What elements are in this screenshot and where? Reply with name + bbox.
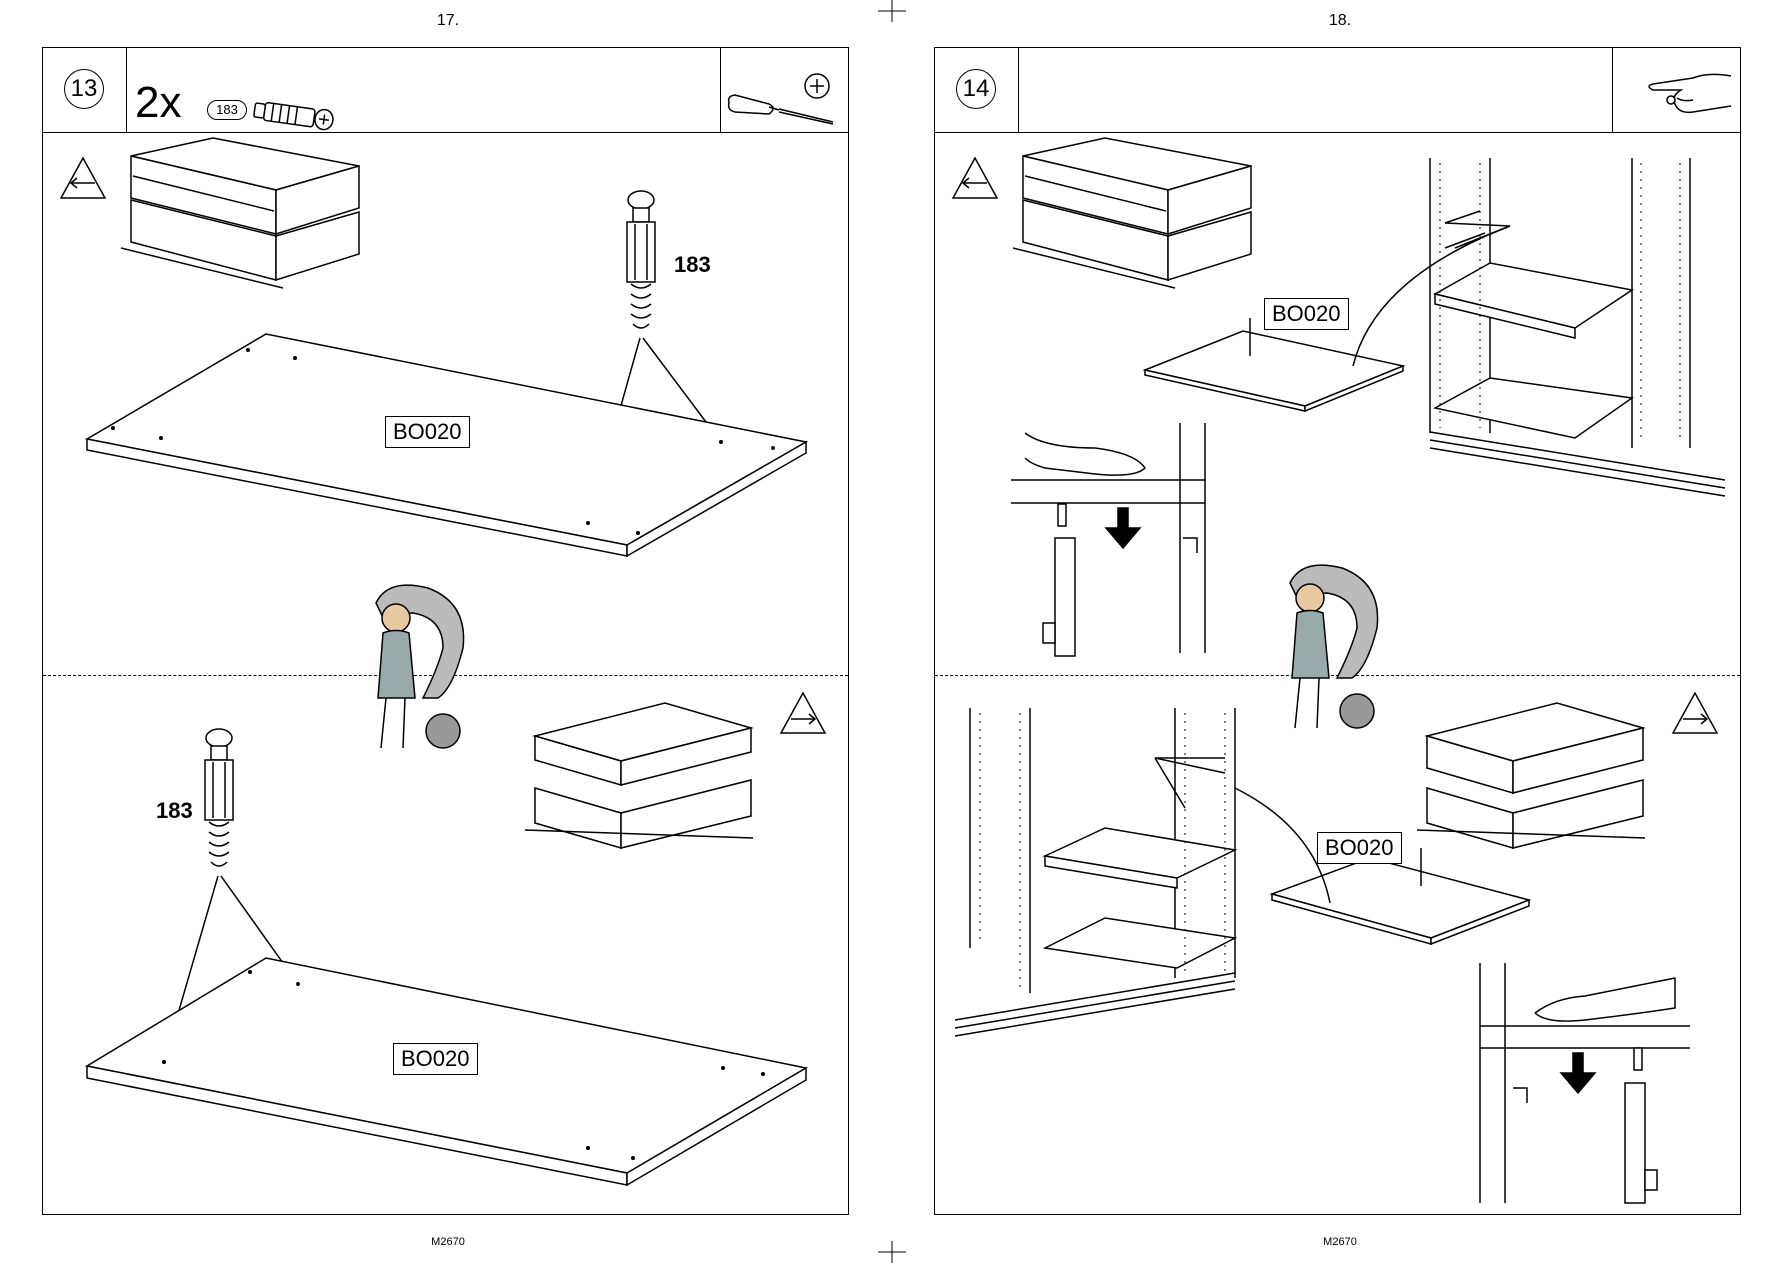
cabinet-thumbnail [525,703,753,848]
hand-press-detail [1011,423,1205,656]
page-number-right: 18. [1328,12,1352,29]
panel-label: BO020 [1317,832,1402,864]
step-header: 13 2x 183 [43,48,848,133]
screwdriver-phillips-icon [721,48,849,132]
page-number-left: 17. [436,12,460,29]
cam-dowel-icon [43,48,850,133]
cabinet-thumbnail [121,138,359,288]
hand-press-detail [1480,963,1690,1203]
shelf-panel [1272,858,1529,944]
cabinet-thumbnail [1417,703,1645,848]
panel-label: BO020 [1264,298,1349,330]
hand-pointing-icon [1613,48,1741,132]
footer-code-left: M2670 [431,1236,465,1248]
orientation-warning-icon [61,158,105,198]
wardrobe-interior [955,708,1235,1036]
assembly-illustration-right [935,48,1742,1216]
orientation-warning-icon [953,158,997,198]
part-callout: 183 [674,252,711,277]
shelf-panel [1145,331,1403,411]
panel-label: BO020 [385,416,470,448]
step-number-cell: 14 [935,48,1019,132]
orientation-warning-icon [1673,693,1717,733]
orientation-warning-icon [781,693,825,733]
cabinet-thumbnail [1013,138,1251,288]
step-number-cell: 13 [43,48,127,132]
instruction-panel-left: 13 2x 183 [42,47,849,1215]
part-quantity: 2x [135,78,182,127]
part-number-badge: 183 [207,100,247,120]
cam-dowel-183 [164,729,298,1062]
part-callout: 183 [156,798,193,823]
assembly-illustration-left [43,48,850,1216]
wardrobe-interior [1430,158,1725,496]
panel-label: BO020 [393,1043,478,1075]
step-header: 14 [935,48,1740,133]
help-mascot-icon [376,585,464,748]
tool-cell [1612,48,1740,132]
footer-code-right: M2670 [1323,1236,1357,1248]
step-number: 13 [64,69,104,109]
step-number: 14 [956,69,996,109]
help-mascot-icon [1290,565,1378,728]
tool-cell [720,48,848,132]
instruction-panel-right: 14 [934,47,1741,1215]
